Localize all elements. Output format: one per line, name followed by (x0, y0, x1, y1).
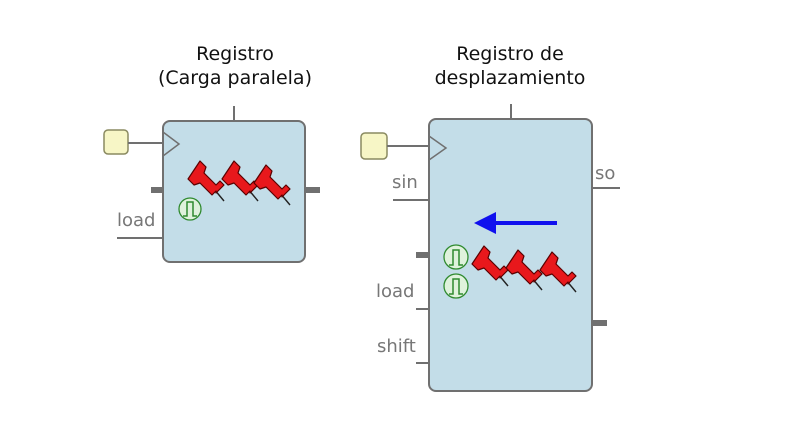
title-line: Registro de (456, 43, 564, 65)
left-arrow-icon (474, 212, 557, 234)
register-shift-title: Registro de desplazamiento (405, 42, 615, 90)
input-bus-stub (416, 252, 429, 258)
title-line: Registro (196, 43, 274, 65)
register-shift (360, 104, 620, 392)
title-line: desplazamiento (434, 67, 586, 89)
output-bus-stub (305, 187, 320, 193)
title-line: (Carga paralela) (157, 67, 312, 89)
clock-input-icon[interactable] (103, 129, 129, 155)
clock-triangle-icon (162, 131, 181, 157)
clock-triangle-icon (428, 135, 448, 161)
shift-port-label: shift (377, 336, 416, 357)
register-parallel-title: Registro (Carga paralela) (130, 42, 340, 90)
load-port-label: load (376, 281, 415, 302)
pulse-icon (443, 244, 469, 270)
pulse-icon (178, 197, 202, 221)
clock-input-icon[interactable] (360, 132, 388, 160)
load-port-label: load (117, 210, 156, 231)
so-port-label: so (595, 163, 616, 184)
register-parallel (103, 106, 320, 263)
pulse-icon (443, 273, 469, 299)
sin-port-label: sin (392, 172, 418, 193)
output-bus-stub (592, 320, 607, 326)
input-bus-stub (151, 187, 163, 193)
